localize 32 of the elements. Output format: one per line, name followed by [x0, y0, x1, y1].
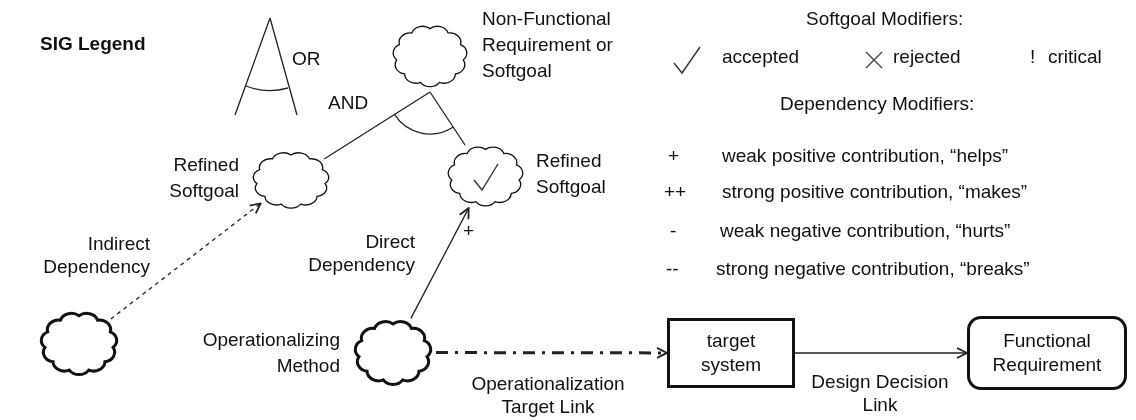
legend-text: accepted — [722, 46, 800, 68]
legend-text: rejected — [893, 46, 961, 68]
legend-text: + — [463, 220, 475, 242]
diagram-title: SIG Legend — [40, 32, 146, 56]
node-caption: Operationalizing Method — [201, 328, 340, 378]
arrow — [794, 347, 968, 359]
arrow — [110, 202, 262, 320]
arrow — [410, 207, 470, 320]
node-caption: Refined Softgoal — [168, 153, 239, 203]
legend-text: weak negative contribution, “hurts” — [720, 220, 1011, 242]
legend-text: strong positive contribution, “makes” — [722, 181, 1028, 203]
legend-text: OR — [292, 48, 321, 70]
legend-text: ! — [1030, 46, 1036, 68]
arrow — [436, 347, 668, 359]
legend-text: ++ — [664, 181, 687, 203]
legend-text: + — [668, 145, 680, 167]
connector-line — [323, 91, 431, 160]
legend-text: -- — [666, 258, 679, 280]
system-box — [667, 318, 795, 388]
connector-line — [429, 91, 466, 146]
node-text: Functional Requirement — [991, 329, 1103, 377]
node-caption: Refined Softgoal — [536, 149, 607, 199]
legend-text: critical — [1048, 46, 1102, 68]
legend-text: strong negative contribution, “breaks” — [716, 258, 1030, 280]
node-text: target system — [699, 329, 763, 377]
requirement-box — [967, 316, 1127, 390]
legend-text: Dependency Modifiers: — [780, 93, 975, 115]
legend-text: weak positive contribution, “helps” — [722, 145, 1009, 167]
node-caption: Non-Functional Requirement or Softgoal — [482, 7, 614, 83]
legend-text: Softgoal Modifiers: — [806, 8, 964, 30]
legend-text: - — [670, 220, 677, 242]
legend-text: AND — [328, 92, 369, 114]
